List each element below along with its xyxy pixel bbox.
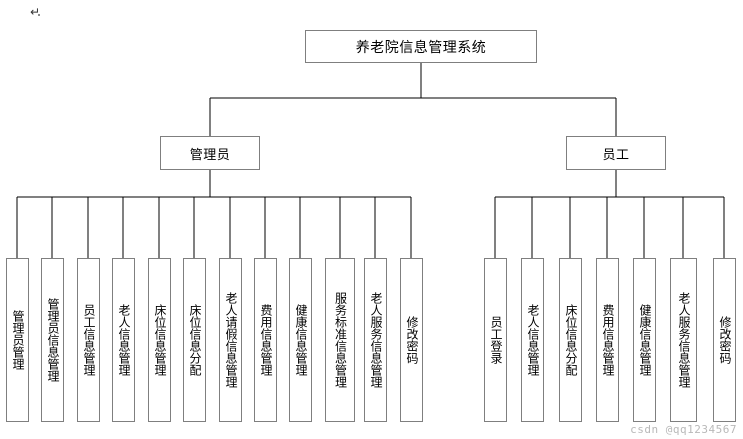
leaf-label: 管理员信息管理 [46, 298, 60, 382]
leaf-label: 服务标准信息管理 [333, 292, 348, 388]
leaf-staff-5[interactable]: 老人服务信息管理 [670, 258, 697, 422]
leaf-admin-1[interactable]: 管理员信息管理 [41, 258, 64, 422]
leaf-admin-10[interactable]: 老人服务信息管理 [364, 258, 387, 422]
leaf-admin-8[interactable]: 健康信息管理 [289, 258, 312, 422]
leaf-label: 费用信息管理 [259, 304, 273, 376]
leaf-staff-6[interactable]: 修改密码 [713, 258, 736, 422]
leaf-admin-4[interactable]: 床位信息管理 [148, 258, 171, 422]
leaf-label: 费用信息管理 [601, 304, 615, 376]
leaf-admin-5[interactable]: 床位信息分配 [183, 258, 206, 422]
leaf-label: 修改密码 [405, 316, 419, 364]
node-admin[interactable]: 管理员 [160, 136, 260, 170]
leaf-admin-11[interactable]: 修改密码 [400, 258, 423, 422]
leaf-admin-2[interactable]: 员工信息管理 [77, 258, 100, 422]
leaf-staff-1[interactable]: 老人信息管理 [521, 258, 544, 422]
leaf-label: 床位信息分配 [188, 304, 202, 376]
leaf-admin-0[interactable]: 管理员管理 [6, 258, 29, 422]
leaf-staff-2[interactable]: 床位信息分配 [559, 258, 582, 422]
leaf-label: 老人服务信息管理 [677, 292, 691, 388]
leaf-admin-3[interactable]: 老人信息管理 [112, 258, 135, 422]
leaf-admin-7[interactable]: 费用信息管理 [254, 258, 277, 422]
paragraph-mark: ↵ [30, 5, 42, 19]
leaf-label: 管理员管理 [11, 310, 25, 370]
node-staff-label: 员工 [602, 147, 630, 163]
leaf-staff-0[interactable]: 员工登录 [484, 258, 507, 422]
leaf-label: 老人信息管理 [117, 304, 131, 376]
watermark-text: csdn @qq1234567 [630, 423, 737, 436]
leaf-admin-9[interactable]: 服务标准信息管理 [325, 258, 355, 422]
leaf-label: 床位信息分配 [564, 304, 578, 376]
leaf-admin-6[interactable]: 老人请假信息管理 [219, 258, 242, 422]
node-staff[interactable]: 员工 [566, 136, 666, 170]
leaf-label: 健康信息管理 [294, 304, 308, 376]
leaf-label: 健康信息管理 [638, 304, 652, 376]
leaf-label: 员工信息管理 [82, 304, 96, 376]
leaf-staff-4[interactable]: 健康信息管理 [633, 258, 656, 422]
node-root[interactable]: 养老院信息管理系统 [305, 30, 537, 63]
leaf-label: 床位信息管理 [153, 304, 167, 376]
leaf-label: 老人请假信息管理 [224, 292, 238, 388]
node-admin-label: 管理员 [189, 147, 231, 163]
leaf-staff-3[interactable]: 费用信息管理 [596, 258, 619, 422]
leaf-label: 修改密码 [718, 316, 732, 364]
bullet-dot [38, 14, 40, 16]
node-root-label: 养老院信息管理系统 [355, 39, 487, 56]
leaf-label: 老人服务信息管理 [369, 292, 383, 388]
leaf-label: 老人信息管理 [526, 304, 540, 376]
leaf-label: 员工登录 [489, 316, 503, 364]
